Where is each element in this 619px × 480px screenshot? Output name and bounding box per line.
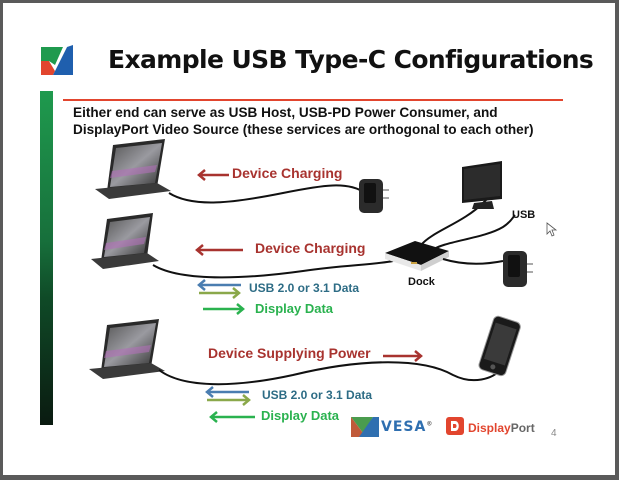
- title-divider: [63, 99, 563, 101]
- accent-bar: [40, 91, 53, 425]
- arrow-left-blue-1-icon: [197, 279, 241, 291]
- displayport-logo-icon: [446, 417, 464, 435]
- displayport-text-display: Display: [468, 421, 511, 435]
- pointer-arrow-icon: [546, 222, 558, 237]
- arrow-right-red-3-icon: [383, 350, 423, 362]
- checkmark-logo-icon: [41, 45, 73, 75]
- arrow-right-olive-3-icon: [207, 394, 251, 406]
- displayport-wordmark: DisplayPort: [468, 421, 535, 435]
- config2-label: Device Charging: [255, 240, 366, 256]
- config3-display-data-label: Display Data: [261, 408, 340, 423]
- vesa-text: VESA: [381, 419, 427, 435]
- slide: Example USB Type-C Configurations Either…: [3, 3, 615, 475]
- config3-usb-data-label: USB 2.0 or 3.1 Data: [262, 388, 373, 402]
- arrow-right-olive-1-icon: [199, 287, 241, 299]
- arrow-left-red-2-icon: [195, 244, 243, 256]
- config3-label: Device Supplying Power: [208, 345, 371, 361]
- usb-label: USB: [512, 209, 536, 221]
- dock-icon: [385, 241, 449, 271]
- arrow-left-green-3-icon: [209, 411, 255, 423]
- displayport-text-port: Port: [510, 421, 535, 435]
- dock-label: Dock: [408, 276, 435, 288]
- config2-usb-data-label: USB 2.0 or 3.1 Data: [249, 281, 360, 295]
- vesa-reg-mark: ®: [426, 420, 434, 428]
- diagram-graphics: [89, 139, 558, 437]
- arrow-left-red-1-icon: [197, 169, 229, 181]
- config2-display-data-label: Display Data: [255, 301, 334, 316]
- power-adapter-2-icon: [503, 251, 533, 287]
- laptop-1-icon: [95, 139, 171, 199]
- slide-subtitle: Either end can serve as USB Host, USB-PD…: [73, 104, 534, 138]
- slide-title: Example USB Type-C Configurations: [108, 45, 594, 74]
- arrow-right-green-1-icon: [203, 303, 245, 315]
- subtitle-line-2: DisplayPort Video Source (these services…: [73, 122, 534, 137]
- laptop-3-icon: [89, 319, 165, 379]
- laptop-2-icon: [91, 213, 159, 269]
- subtitle-line-1: Either end can serve as USB Host, USB-PD…: [73, 105, 498, 120]
- vesa-logo-icon: [351, 417, 379, 437]
- vesa-wordmark: VESA®: [381, 419, 433, 435]
- arrow-left-blue-3-icon: [205, 386, 249, 398]
- config1-label: Device Charging: [232, 165, 343, 181]
- power-adapter-1-icon: [359, 179, 389, 213]
- smartphone-icon: [478, 315, 521, 377]
- page-number: 4: [551, 428, 557, 439]
- monitor-icon: [462, 161, 502, 209]
